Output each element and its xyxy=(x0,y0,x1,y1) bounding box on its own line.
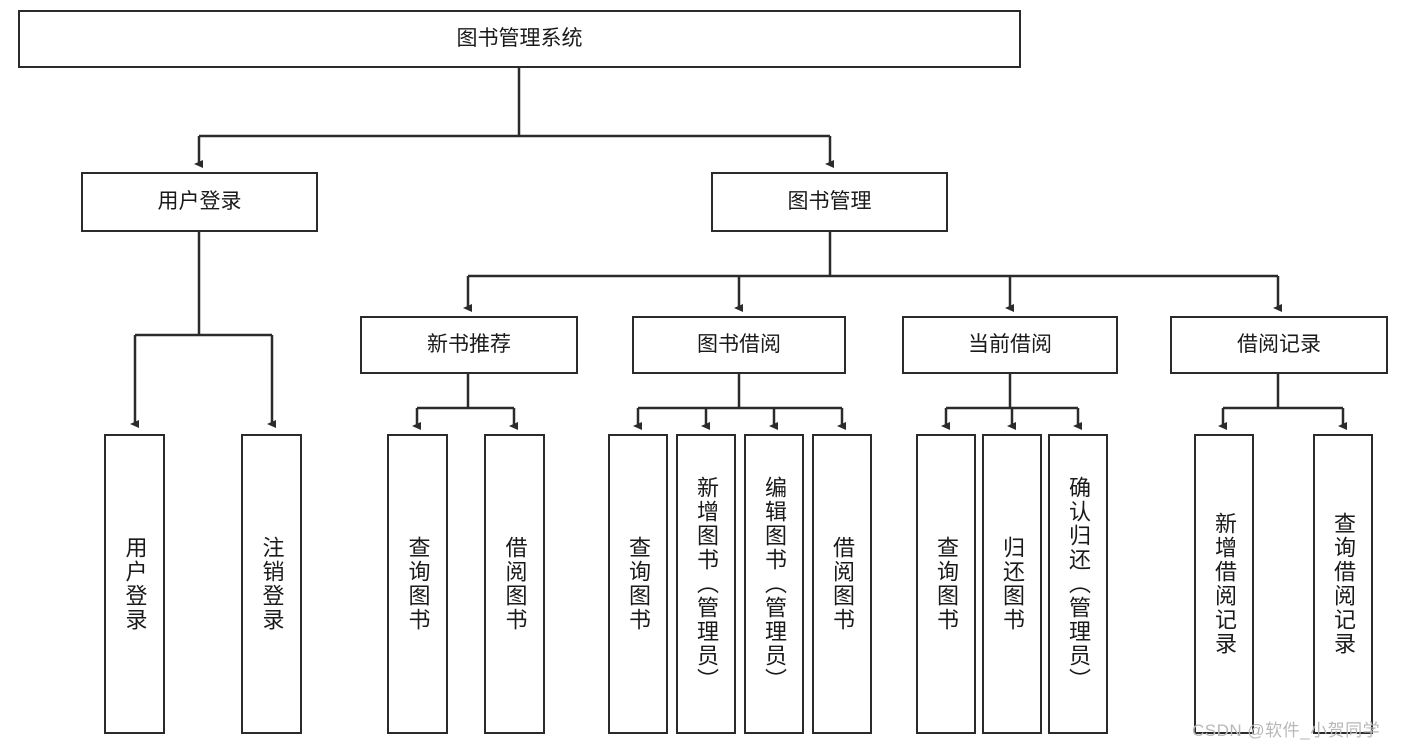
node-book-management-label: 图书管理 xyxy=(787,190,872,214)
node-borrow-record[interactable]: 借阅记录 xyxy=(1170,316,1388,374)
node-leaf-borrow-book-1-label: 借阅图书 xyxy=(502,536,528,632)
node-new-book-recommend-label: 新书推荐 xyxy=(427,333,511,357)
node-leaf-add-book[interactable]: 新增图书（管理员） xyxy=(676,434,736,734)
node-new-book-recommend[interactable]: 新书推荐 xyxy=(360,316,578,374)
node-leaf-user-login[interactable]: 用户登录 xyxy=(104,434,165,734)
node-leaf-query-book-1[interactable]: 查询图书 xyxy=(387,434,448,734)
node-root[interactable]: 图书管理系统 xyxy=(18,10,1021,68)
node-book-borrow[interactable]: 图书借阅 xyxy=(632,316,846,374)
node-current-borrow[interactable]: 当前借阅 xyxy=(902,316,1118,374)
node-current-borrow-label: 当前借阅 xyxy=(968,333,1052,357)
node-book-borrow-label: 图书借阅 xyxy=(697,333,781,357)
node-leaf-query-book-3-label: 查询图书 xyxy=(934,536,959,632)
node-root-label: 图书管理系统 xyxy=(456,27,583,51)
node-leaf-query-borrow-record-label: 查询借阅记录 xyxy=(1331,512,1356,656)
node-leaf-query-book-2-label: 查询图书 xyxy=(626,536,651,632)
node-leaf-borrow-book-2-label: 借阅图书 xyxy=(830,536,855,632)
node-leaf-confirm-return-label: 确认归还（管理员） xyxy=(1066,476,1091,692)
node-leaf-add-book-label: 新增图书（管理员） xyxy=(694,476,719,692)
node-leaf-confirm-return[interactable]: 确认归还（管理员） xyxy=(1048,434,1108,734)
node-user-login-label: 用户登录 xyxy=(157,190,242,214)
node-leaf-edit-book-label: 编辑图书（管理员） xyxy=(762,476,787,692)
node-leaf-user-login-label: 用户登录 xyxy=(122,536,148,632)
watermark: CSDN @软件_小贺同学 xyxy=(1192,721,1381,740)
node-book-management[interactable]: 图书管理 xyxy=(711,172,948,232)
node-leaf-query-book-2[interactable]: 查询图书 xyxy=(608,434,668,734)
node-user-login[interactable]: 用户登录 xyxy=(81,172,318,232)
node-leaf-query-book-1-label: 查询图书 xyxy=(405,536,431,632)
node-leaf-borrow-book-1[interactable]: 借阅图书 xyxy=(484,434,545,734)
node-leaf-return-book-label: 归还图书 xyxy=(1000,536,1025,632)
node-leaf-return-book[interactable]: 归还图书 xyxy=(982,434,1042,734)
node-leaf-query-borrow-record[interactable]: 查询借阅记录 xyxy=(1313,434,1373,734)
node-leaf-edit-book[interactable]: 编辑图书（管理员） xyxy=(744,434,804,734)
node-leaf-add-borrow-record[interactable]: 新增借阅记录 xyxy=(1194,434,1254,734)
node-leaf-borrow-book-2[interactable]: 借阅图书 xyxy=(812,434,872,734)
node-leaf-query-book-3[interactable]: 查询图书 xyxy=(916,434,976,734)
node-leaf-logout-label: 注销登录 xyxy=(259,536,285,632)
node-borrow-record-label: 借阅记录 xyxy=(1237,333,1321,357)
node-leaf-add-borrow-record-label: 新增借阅记录 xyxy=(1212,512,1237,656)
node-leaf-logout[interactable]: 注销登录 xyxy=(241,434,302,734)
